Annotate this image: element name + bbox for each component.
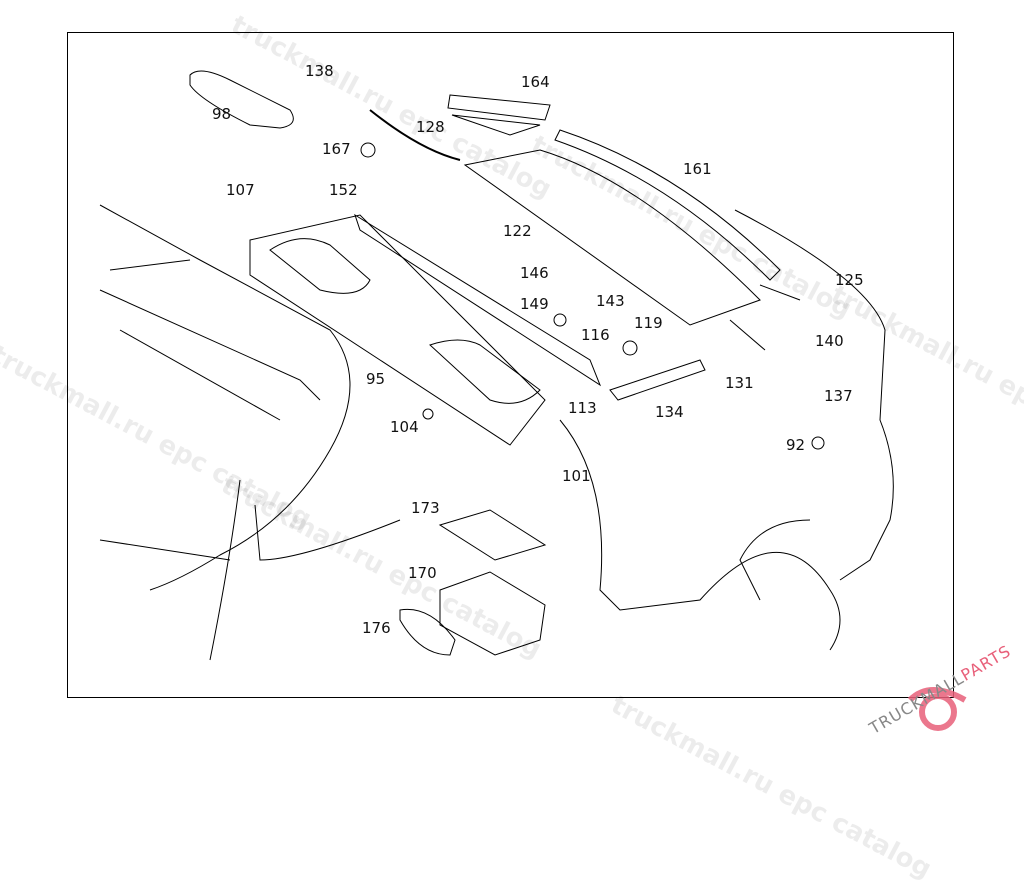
label-134: 134 (655, 403, 684, 421)
part-161-shape (554, 129, 781, 281)
label-122: 122 (503, 222, 532, 240)
label-104: 104 (390, 418, 419, 436)
part-164-shape (447, 94, 551, 121)
body-outline (99, 204, 351, 591)
label-119: 119 (634, 314, 663, 332)
truckmall-logo-icon (907, 687, 967, 731)
label-137: 137 (824, 387, 853, 405)
part-122-shape (463, 149, 761, 326)
parts-diagram (99, 70, 967, 731)
label-161: 161 (683, 160, 712, 178)
label-113: 113 (568, 399, 597, 417)
label-176: 176 (362, 619, 391, 637)
label-101: 101 (562, 467, 591, 485)
label-128: 128 (416, 118, 445, 136)
label-143: 143 (596, 292, 625, 310)
part-176-shape (399, 608, 456, 656)
label-167: 167 (322, 140, 351, 158)
label-92: 92 (786, 436, 806, 454)
part-134-shape (609, 359, 706, 401)
label-125: 125 (835, 271, 864, 289)
label-98: 98 (212, 105, 232, 123)
label-116: 116 (581, 326, 610, 344)
label-95: 95 (366, 370, 386, 388)
label-152: 152 (329, 181, 358, 199)
label-149: 149 (520, 295, 549, 313)
part-113-shape (354, 213, 602, 387)
label-140: 140 (815, 332, 844, 350)
part-170-shape (439, 571, 546, 656)
label-138: 138 (305, 62, 334, 80)
diagram-frame (67, 32, 954, 698)
label-131: 131 (725, 374, 754, 392)
label-107: 107 (226, 181, 255, 199)
part-98-shape (189, 70, 294, 129)
label-170: 170 (408, 564, 437, 582)
label-173: 173 (411, 499, 440, 517)
label-146: 146 (520, 264, 549, 282)
part-173-shape (438, 509, 547, 561)
part-95-shape (249, 214, 546, 446)
label-164: 164 (521, 73, 550, 91)
